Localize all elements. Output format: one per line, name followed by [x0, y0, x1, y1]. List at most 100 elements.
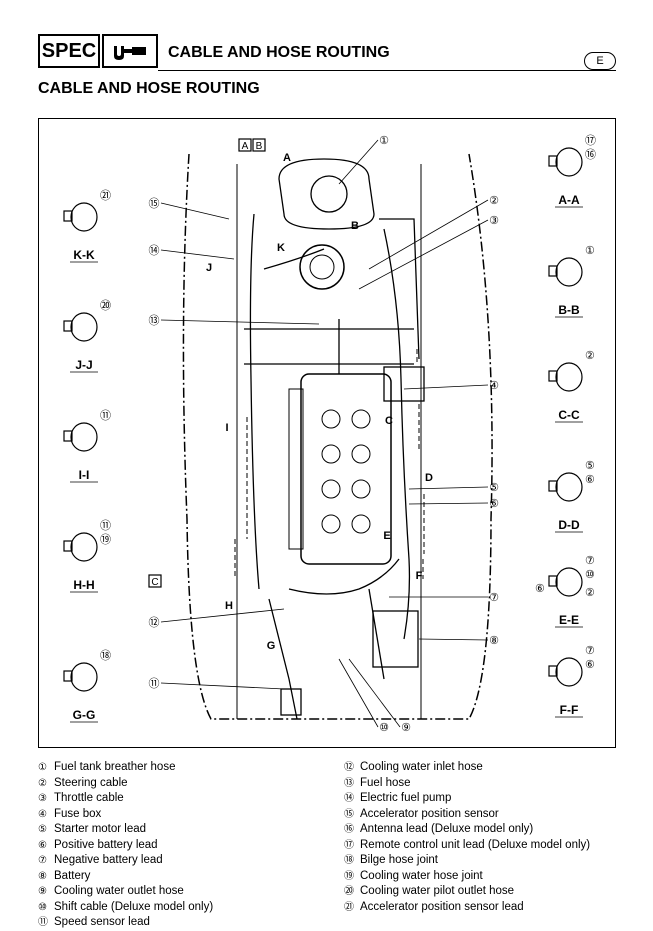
section-number: ⑱: [100, 649, 111, 662]
legend-number: ②: [38, 777, 47, 789]
legend-text: Throttle cable: [54, 792, 124, 804]
cut-letter: F: [416, 570, 423, 582]
legend-number: ⑳: [344, 886, 354, 897]
legend-number: ⑤: [38, 824, 47, 835]
section-fitting: [63, 430, 73, 442]
cut-letter: G: [267, 640, 276, 652]
legend-item: ③ Throttle cable: [38, 791, 213, 807]
section-sketch: [555, 362, 583, 392]
section-number: ⑰: [585, 134, 596, 147]
callout-leader: [348, 658, 401, 728]
engine-cylinders: [321, 409, 371, 534]
section-number: ⑤: [585, 460, 595, 472]
callout-number: ⑦: [489, 592, 499, 604]
legend-number: ㉑: [344, 901, 354, 913]
section-sketch: [555, 257, 583, 287]
legend-number: ⑰: [344, 839, 354, 851]
section-sketch: [555, 567, 583, 597]
boxed-letter-frame: [252, 138, 266, 152]
section-sketch: [555, 147, 583, 177]
legend-item: ⑰ Remote control unit lead (Deluxe model …: [344, 838, 590, 854]
cable-routes: [249, 213, 420, 720]
legend-number: ⑯: [344, 824, 354, 835]
legend-number: ④: [38, 808, 47, 820]
cut-letter: C: [385, 415, 393, 427]
legend-text: Remote control unit lead (Deluxe model o…: [360, 838, 591, 851]
header-rule: [158, 70, 616, 71]
legend-number: ③: [38, 793, 47, 804]
section-fitting: [63, 540, 73, 552]
legend-text: Negative battery lead: [54, 854, 163, 866]
section-label: D-D: [558, 518, 580, 532]
section-fitting: [548, 575, 558, 587]
legend-text: Positive battery lead: [54, 838, 158, 851]
boxed-letter: B: [256, 141, 263, 152]
boxed-letter: C: [151, 577, 158, 588]
callout-number: ⑭: [149, 244, 160, 257]
hull-outline: [182, 153, 493, 720]
callout-leader: [160, 249, 235, 260]
callout-leader: [338, 139, 379, 185]
legend-text: Battery: [54, 869, 91, 882]
section-sketch: [70, 422, 98, 452]
section-fitting: [548, 265, 558, 277]
section-fitting: [548, 665, 558, 677]
section-number: ⑲: [100, 533, 111, 546]
section-number: ⑳: [100, 299, 111, 312]
callout-leader: [368, 199, 489, 270]
legend-number: ⑩: [38, 901, 47, 913]
callout-number: ⑫: [149, 616, 160, 629]
section-number: ⑥: [585, 474, 595, 486]
legend-text: Shift cable (Deluxe model only): [54, 900, 214, 913]
cut-letter: D: [425, 472, 433, 484]
cut-letter: I: [225, 422, 228, 434]
legend-number: ①: [38, 762, 47, 773]
callout-leader: [403, 384, 489, 390]
section-number: ㉑: [100, 189, 111, 202]
legend-text: Speed sensor lead: [54, 916, 150, 928]
callout-leader: [418, 638, 489, 641]
boxed-letter-frame: [238, 138, 252, 152]
section-number: ①: [585, 245, 595, 257]
legend-text: Cooling water pilot outlet hose: [360, 885, 515, 897]
legend-number: ⑫: [344, 762, 354, 773]
section-label: J-J: [75, 358, 92, 372]
cut-letter: A: [283, 152, 291, 164]
callout-number: ⑨: [401, 722, 411, 734]
callout-number: ⑬: [149, 314, 160, 327]
callout-leader: [358, 219, 489, 290]
callout-number: ⑤: [489, 482, 499, 494]
stern-unit: [280, 688, 302, 716]
legend-item: ⑪ Speed sensor lead: [38, 915, 213, 931]
section-label: G-G: [73, 708, 96, 722]
section-label: K-K: [73, 248, 95, 262]
legend-number: ⑬: [344, 777, 354, 789]
section-number: ⑪: [100, 409, 111, 422]
legend-text: Fuel tank breather hose: [54, 761, 176, 773]
legend-number: ⑪: [38, 917, 48, 928]
section-sketch: [70, 532, 98, 562]
legend-number: ⑭: [344, 793, 354, 804]
section-sketch: [555, 472, 583, 502]
hull-inner: [236, 164, 422, 719]
legend-number: ⑲: [344, 870, 354, 882]
legend-number: ⑥: [38, 839, 47, 851]
language-badge: E: [584, 52, 616, 70]
spec-label: SPEC: [38, 34, 100, 68]
section-number: ⑪: [100, 519, 111, 532]
boxed-letter: A: [242, 141, 249, 152]
callout-number: ⑥: [489, 498, 499, 510]
callout-leader: [160, 319, 320, 325]
engine-block: [300, 373, 392, 565]
section-sketch: [70, 662, 98, 692]
cut-letter: E: [383, 530, 390, 542]
section-fitting: [548, 155, 558, 167]
section-label: I-I: [79, 468, 90, 482]
